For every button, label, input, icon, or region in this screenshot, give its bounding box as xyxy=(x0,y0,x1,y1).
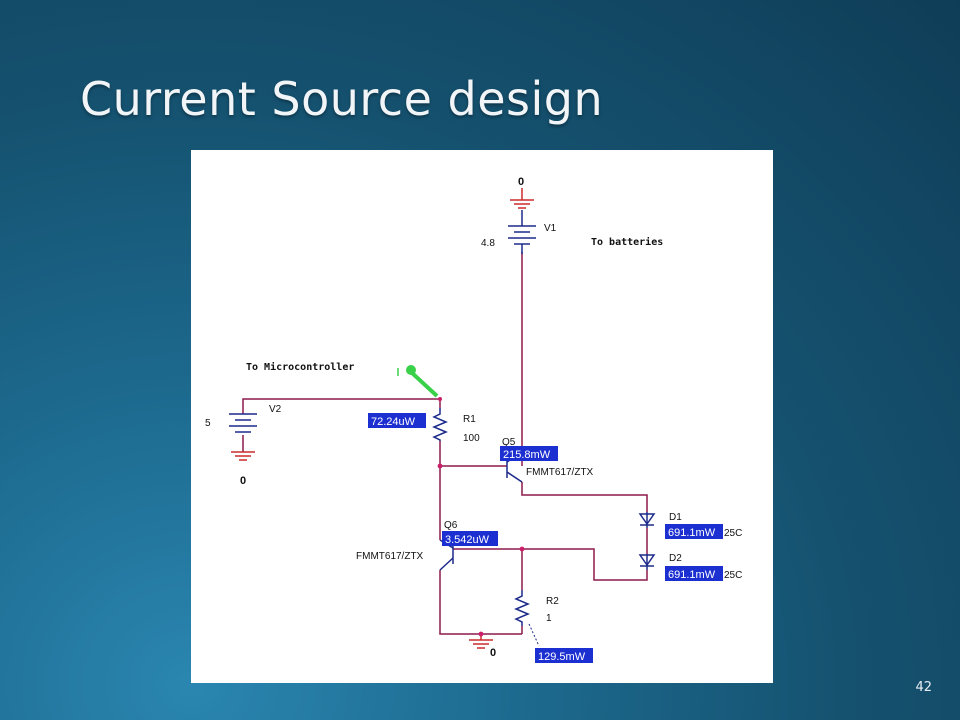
v1-ground-label: 0 xyxy=(518,176,524,188)
d1-power-badge xyxy=(665,524,723,539)
r2-ref: R2 xyxy=(546,596,559,607)
r2-resistor xyxy=(514,590,530,626)
d1-power: 691.1mW xyxy=(668,527,716,539)
r1-ref: R1 xyxy=(463,414,476,425)
q5-power: 215.8mW xyxy=(503,449,551,461)
circuit-schematic: 0 V1 4.8 To batteries V2 5 0 To Microcon… xyxy=(205,176,742,663)
note-to-batteries: To batteries xyxy=(591,236,663,248)
q6-ref: Q6 xyxy=(444,520,458,531)
r2-power-badge xyxy=(535,648,593,663)
d2-ref: D2 xyxy=(669,553,682,564)
wire-v2-r1 xyxy=(242,398,441,414)
ground-symbol-v2 xyxy=(231,451,255,461)
wire-q5-d1 xyxy=(521,482,648,512)
r1-power: 72.24uW xyxy=(371,416,416,428)
d1-temp: 25C xyxy=(724,528,742,539)
r2-power: 129.5mW xyxy=(538,651,586,663)
d2-diode xyxy=(638,554,656,570)
slide-title: Current Source design xyxy=(80,72,604,126)
v2-ground-label: 0 xyxy=(240,475,246,487)
page-number: 42 xyxy=(915,680,932,695)
v2-ref: V2 xyxy=(269,404,282,415)
d1-diode xyxy=(638,512,656,528)
v2-value: 5 xyxy=(205,418,211,429)
d2-power: 691.1mW xyxy=(668,569,716,581)
note-to-microcontroller: To Microcontroller xyxy=(246,361,354,373)
r1-resistor xyxy=(432,408,448,441)
probe-icon xyxy=(397,365,439,398)
r1-power-badge xyxy=(368,413,426,428)
d1-ref: D1 xyxy=(669,512,682,523)
ground-symbol-top xyxy=(510,188,534,209)
q6-power: 3.542uW xyxy=(445,534,490,546)
q6-power-badge xyxy=(442,531,498,546)
wire-q6-bottom xyxy=(439,570,522,635)
q5-ref: Q5 xyxy=(502,437,516,448)
v2-battery xyxy=(229,413,257,433)
v1-value: 4.8 xyxy=(481,238,495,249)
q5-power-badge xyxy=(500,446,558,461)
wire-d2-return xyxy=(522,548,648,581)
ground-symbol-bottom xyxy=(469,634,493,649)
q5-model: FMMT617/ZTX xyxy=(526,467,594,478)
bottom-ground-label: 0 xyxy=(490,647,496,659)
r2-value: 1 xyxy=(546,613,552,624)
v1-battery xyxy=(508,210,536,254)
d2-power-badge xyxy=(665,566,723,581)
v1-ref: V1 xyxy=(544,223,557,234)
r1-value: 100 xyxy=(463,433,480,444)
d2-temp: 25C xyxy=(724,570,742,581)
schematic-figure: 0 V1 4.8 To batteries V2 5 0 To Microcon… xyxy=(191,150,773,683)
wires xyxy=(242,252,648,635)
q6-model: FMMT617/ZTX xyxy=(356,551,424,562)
